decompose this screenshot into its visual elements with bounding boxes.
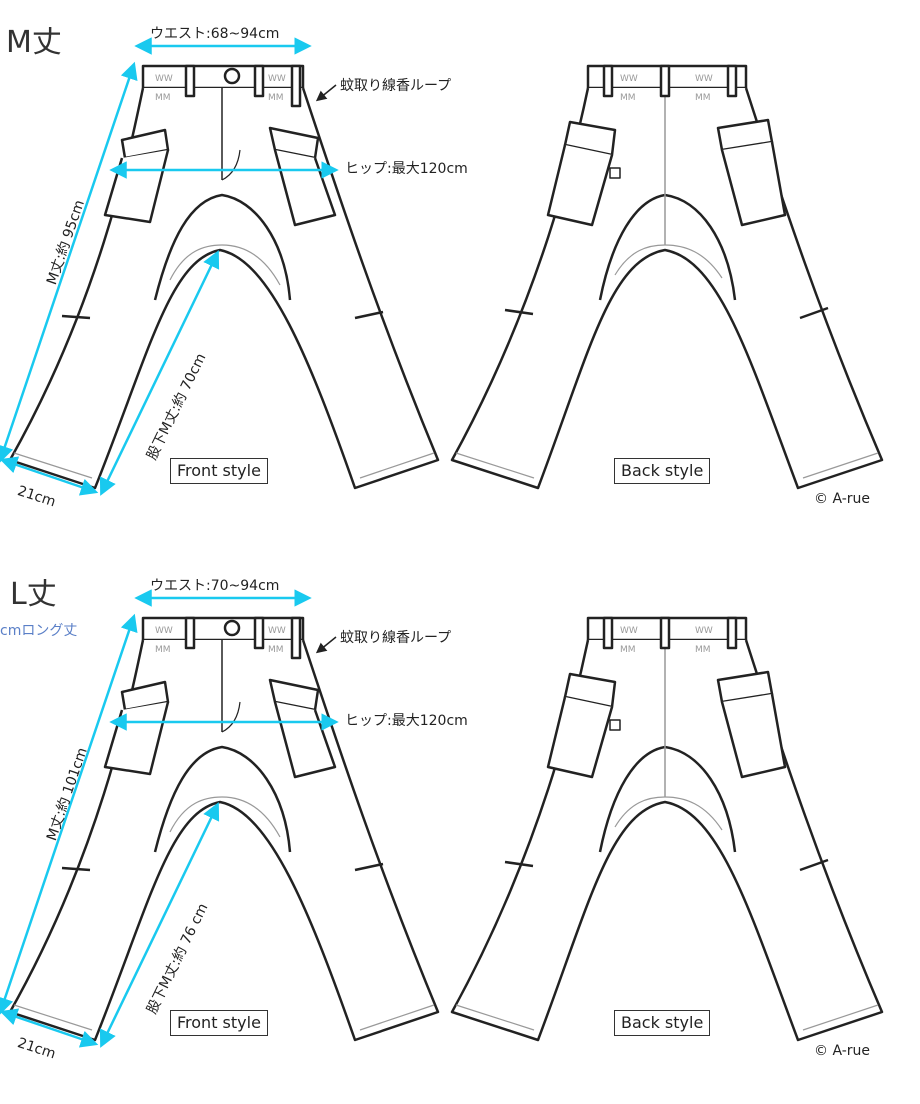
hip-label: ヒップ:最大120cm bbox=[345, 713, 468, 729]
back-pants-m: WW WW MM MM bbox=[450, 64, 884, 490]
back-pants-l: WW WW MM MM bbox=[450, 616, 884, 1042]
svg-text:WW: WW bbox=[268, 74, 286, 84]
pants-drawing-l: WW WW MM MM WW WW MM MM bbox=[0, 589, 884, 1048]
front-style-caption: Front style bbox=[170, 458, 268, 484]
svg-text:WW: WW bbox=[155, 626, 173, 636]
svg-text:MM: MM bbox=[620, 645, 636, 655]
svg-text:MM: MM bbox=[268, 93, 284, 103]
waist-label: ウエスト:70~94cm bbox=[150, 578, 280, 594]
size-l-section: WW WW MM MM WW WW MM MM bbox=[0, 552, 920, 1104]
size-title: M丈 bbox=[6, 25, 62, 60]
back-style-caption: Back style bbox=[614, 1010, 711, 1036]
svg-text:MM: MM bbox=[155, 93, 171, 103]
loop-label: 蚊取り線香ループ bbox=[340, 78, 452, 94]
size-m-section: WW WW MM MM WW bbox=[0, 25, 884, 510]
svg-text:WW: WW bbox=[695, 74, 713, 84]
svg-text:MM: MM bbox=[268, 645, 284, 655]
hip-label: ヒップ:最大120cm bbox=[345, 161, 468, 177]
svg-text:WW: WW bbox=[620, 74, 638, 84]
front-pants-l: WW WW MM MM bbox=[8, 616, 440, 1042]
svg-text:MM: MM bbox=[620, 93, 636, 103]
measure-lines-l bbox=[0, 589, 339, 1048]
svg-text:MM: MM bbox=[695, 645, 711, 655]
waist-label: ウエスト:68~94cm bbox=[150, 26, 280, 42]
back-style-caption: Back style bbox=[614, 458, 711, 484]
svg-text:MM: MM bbox=[155, 645, 171, 655]
svg-text:WW: WW bbox=[695, 626, 713, 636]
svg-text:MM: MM bbox=[695, 93, 711, 103]
copyright: © A-rue bbox=[814, 491, 871, 507]
size-title: L丈 bbox=[10, 577, 57, 612]
front-pants-m: WW WW MM MM bbox=[8, 64, 440, 490]
svg-text:WW: WW bbox=[620, 626, 638, 636]
loop-label: 蚊取り線香ループ bbox=[340, 630, 452, 646]
long-length-note: cmロング丈 bbox=[0, 623, 78, 639]
svg-text:WW: WW bbox=[268, 626, 286, 636]
copyright: © A-rue bbox=[814, 1043, 871, 1059]
pants-drawing-m: WW WW MM MM WW bbox=[0, 37, 884, 496]
front-style-caption: Front style bbox=[170, 1010, 268, 1036]
svg-text:WW: WW bbox=[155, 74, 173, 84]
measure-lines-m bbox=[0, 37, 339, 496]
